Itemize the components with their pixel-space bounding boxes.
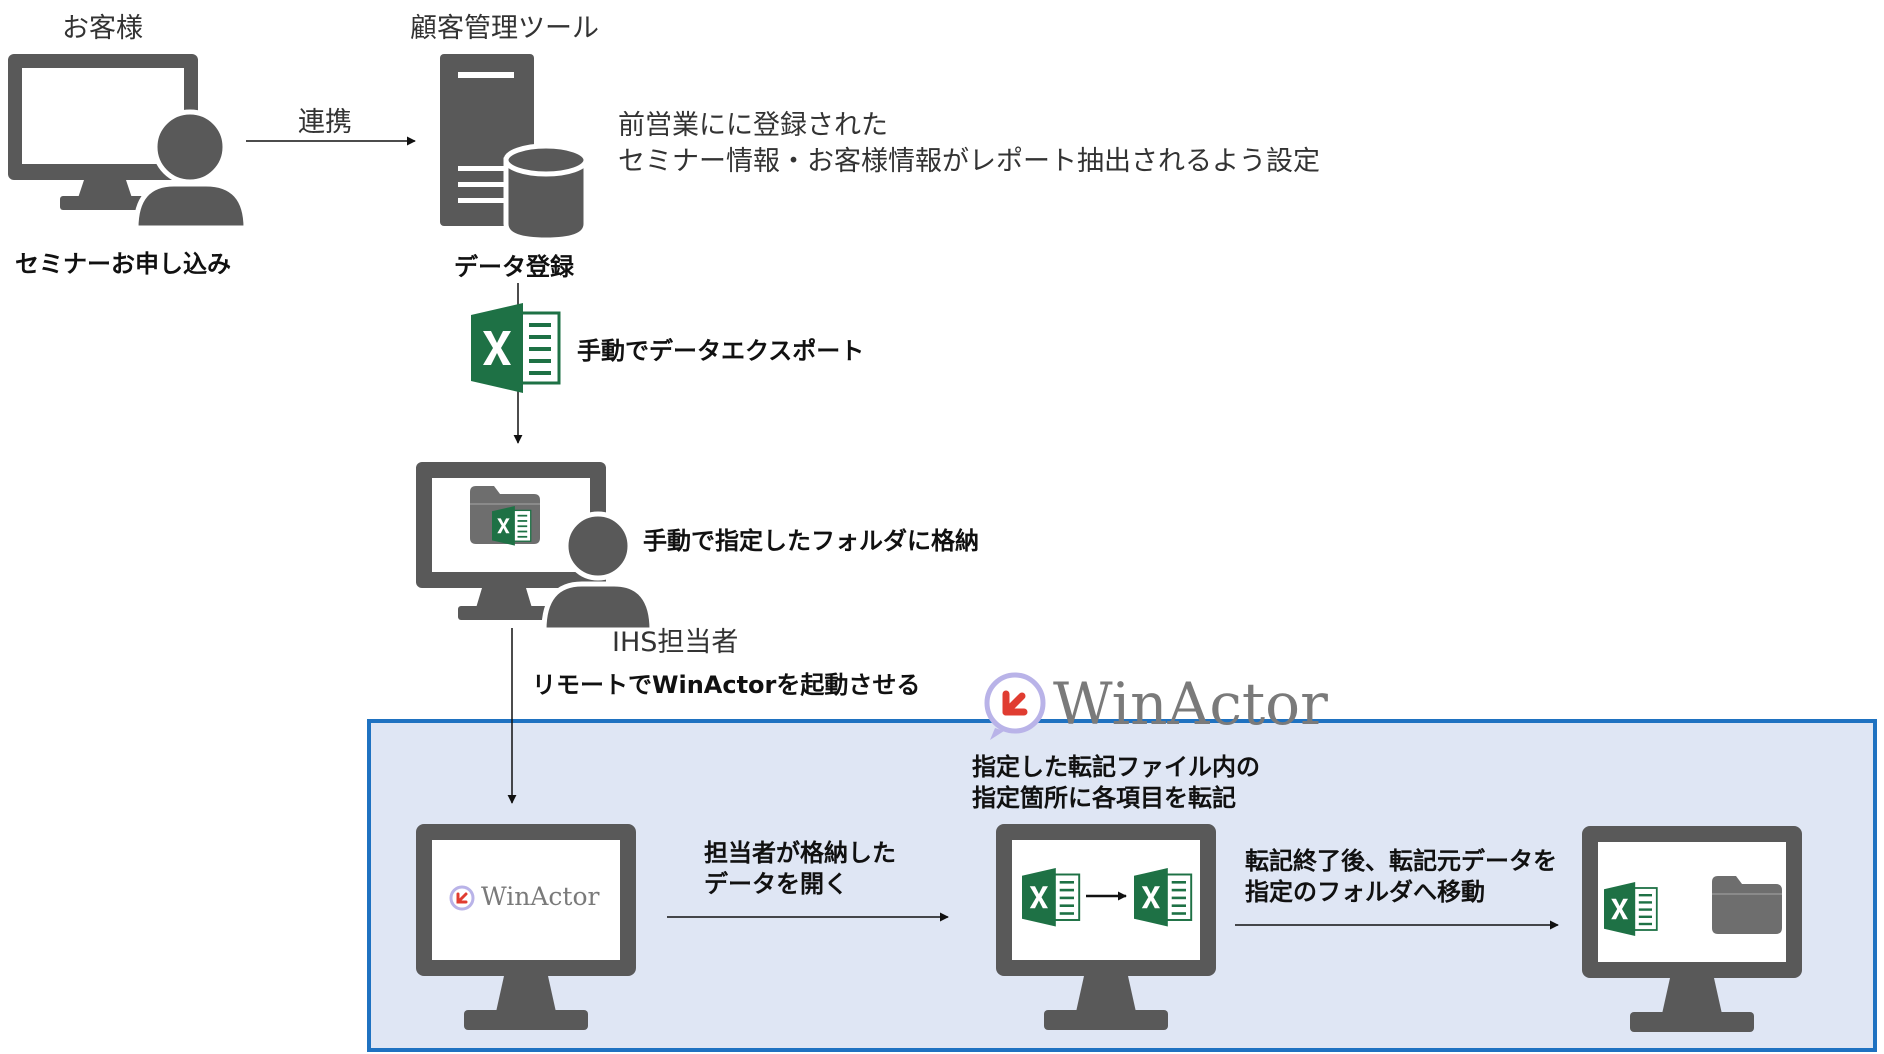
crm-note: 前営業にに登録された セミナー情報・お客様情報がレポート抽出されるよう設定 [618, 108, 1320, 180]
destination-folder-icon [1711, 875, 1783, 935]
excel-export-icon [469, 301, 561, 395]
customer-caption: セミナーお申し込み [15, 250, 231, 278]
winactor-small-logo-icon [449, 885, 475, 911]
crm-note-line-1: 前営業にに登録された [618, 110, 888, 141]
database-icon [503, 143, 589, 243]
winactor-screen-text: WinActor [481, 882, 600, 911]
move-step-label: 転記終了後、転記元データを 指定のフォルダへ移動 [1245, 847, 1557, 906]
store-label: 手動で指定したフォルダに格納 [643, 527, 979, 555]
moved-excel-icon [1602, 880, 1659, 938]
export-label: 手動でデータエクスポート [577, 337, 865, 365]
crm-caption: データ登録 [454, 253, 574, 281]
transcribe-step-label: 指定した転記ファイル内の 指定箇所に各項目を転記 [972, 753, 1260, 812]
staff-user-icon [541, 511, 655, 633]
staff-label: IHS担当者 [612, 627, 739, 658]
source-excel-icon [1020, 866, 1081, 928]
transcribe-monitor-icon [996, 824, 1216, 1030]
customer-user-icon [133, 109, 249, 231]
winactor-monitor-icon [416, 824, 636, 1030]
customer-heading: お客様 [62, 13, 143, 44]
open-step-label: 担当者が格納した データを開く [704, 839, 896, 898]
winactor-logo-text: WinActor [1053, 670, 1328, 738]
link-label: 連携 [298, 107, 352, 138]
remote-label: リモートでWinActorを起動させる [532, 671, 921, 699]
winactor-logo-icon [984, 672, 1046, 740]
crm-note-line-2: セミナー情報・お客様情報がレポート抽出されるよう設定 [618, 146, 1320, 177]
crm-heading: 顧客管理ツール [410, 13, 599, 44]
staff-folder-icon [469, 485, 541, 547]
target-excel-icon [1132, 866, 1193, 928]
